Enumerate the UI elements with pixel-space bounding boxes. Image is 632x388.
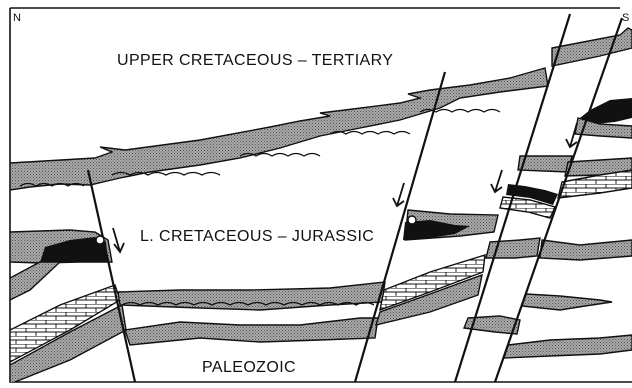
lower-unit-label: PALEOZOIC	[202, 359, 296, 376]
upper-unit-label: UPPER CRETACEOUS – TERTIARY	[117, 52, 393, 69]
s-block-shale-c	[540, 240, 632, 260]
north-label: N	[13, 12, 21, 24]
slice-shale-top	[518, 156, 572, 172]
n-block-shale-wedge	[10, 262, 60, 300]
middle-unit-label: L. CRETACEOUS – JURASSIC	[140, 228, 374, 245]
down-arrow-icon	[566, 123, 577, 147]
s-block-shale-d	[522, 294, 612, 310]
upper-shale-band	[10, 68, 548, 190]
center-shale-lower	[125, 318, 378, 345]
down-arrow-icon	[393, 183, 404, 206]
fault-1	[88, 170, 135, 382]
south-label: S	[622, 12, 629, 24]
well-circle-icon	[408, 216, 416, 224]
down-arrow-icon	[113, 228, 124, 252]
down-arrow-icon	[491, 170, 502, 192]
s-block-shale-e	[504, 335, 632, 358]
well-circle-icon	[96, 236, 104, 244]
center-shale-upper	[118, 282, 385, 310]
